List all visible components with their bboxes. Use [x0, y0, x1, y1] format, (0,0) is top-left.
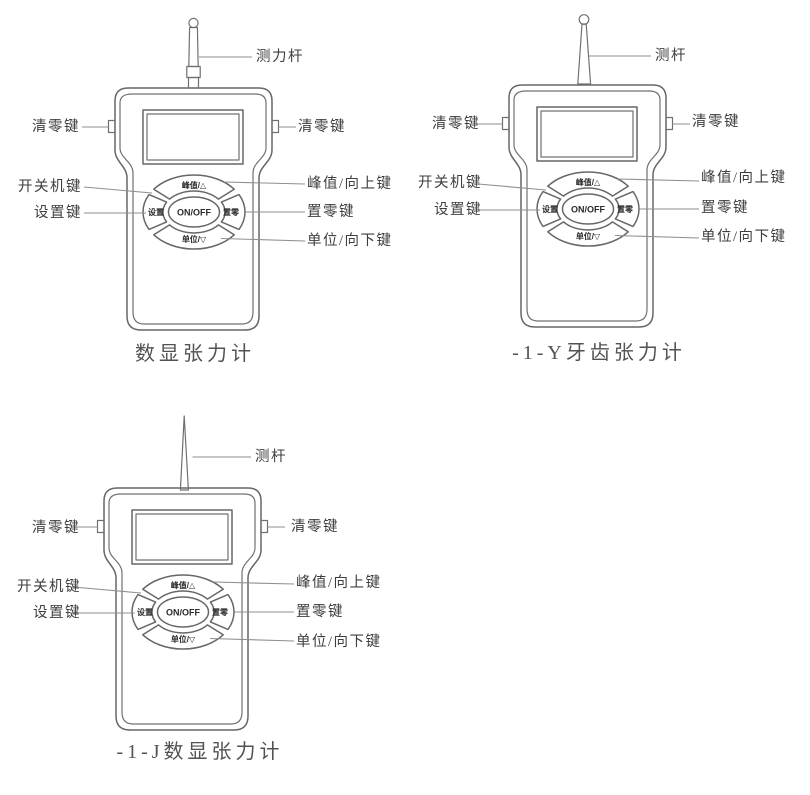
figure-caption: -1-J数显张力计: [116, 740, 283, 763]
pad-label-peak-up: 峰值/△: [171, 580, 196, 590]
pad-label-onoff: ON/OFF: [166, 608, 200, 618]
pad-label-peak-up: 峰值/△: [576, 177, 601, 187]
measuring-rod-stub: [187, 76, 200, 89]
label-zero-key: 置零键: [701, 199, 749, 216]
label-settings-key: 设置键: [34, 204, 82, 221]
label-measuring-rod: 测杆: [255, 448, 287, 465]
label-peak-up-key: 峰值/向上键: [307, 175, 393, 192]
measuring-rod-drawing: [577, 23, 592, 85]
label-peak-up-key: 峰值/向上键: [296, 574, 382, 591]
figure-caption: 数显张力计: [135, 342, 255, 365]
label-unit-down-key: 单位/向下键: [701, 228, 787, 245]
pad-label-onoff: ON/OFF: [571, 205, 605, 215]
measuring-rod-ball-tip: [188, 17, 199, 29]
measuring-rod-drawing: [188, 26, 199, 68]
label-power-key: 开关机键: [18, 178, 82, 195]
label-clear-key-right: 清零键: [298, 118, 346, 135]
label-peak-up-key: 峰值/向上键: [701, 169, 787, 186]
label-measuring-rod: 测力杆: [256, 48, 304, 65]
pad-label-settings: 设置: [542, 204, 558, 214]
measuring-rod-ball-tip: [578, 14, 590, 25]
measuring-rod-drawing: [179, 415, 189, 491]
label-clear-key-left: 清零键: [32, 519, 80, 536]
pad-label-unit-down: 单位/▽: [171, 634, 196, 644]
label-zero-key: 置零键: [307, 203, 355, 220]
label-power-key: 开关机键: [17, 578, 81, 595]
label-clear-key-left: 清零键: [32, 118, 80, 135]
measuring-rod-collar: [186, 65, 201, 79]
label-clear-key-right: 清零键: [692, 113, 740, 130]
label-clear-key-left: 清零键: [432, 115, 480, 132]
label-unit-down-key: 单位/向下键: [307, 232, 393, 249]
pad-label-peak-up: 峰值/△: [182, 180, 207, 190]
pad-label-unit-down: 单位/▽: [182, 234, 207, 244]
label-clear-key-right: 清零键: [291, 518, 339, 535]
label-unit-down-key: 单位/向下键: [296, 633, 382, 650]
pad-label-settings: 设置: [137, 607, 153, 617]
pad-label-settings: 设置: [148, 207, 164, 217]
label-zero-key: 置零键: [296, 603, 344, 620]
label-settings-key: 设置键: [434, 201, 482, 218]
pad-label-zero: 置零: [212, 607, 229, 617]
pad-label-onoff: ON/OFF: [177, 208, 211, 218]
figure-caption: -1-Y牙齿张力计: [512, 341, 686, 364]
figure-digital-tension-meter: 测力杆 清零键 清零键 开关机键 设置键 峰值/向上键 置零键 单位/向下键 峰…: [18, 17, 393, 365]
pad-label-zero: 置零: [617, 204, 634, 214]
label-settings-key: 设置键: [33, 604, 81, 621]
figure-j-digital-tension-meter: 测杆 清零键 清零键 开关机键 设置键 峰值/向上键 置零键 单位/向下键 峰值…: [17, 415, 382, 763]
pad-label-unit-down: 单位/▽: [576, 231, 601, 241]
label-measuring-rod: 测杆: [655, 47, 687, 64]
label-power-key: 开关机键: [418, 174, 482, 191]
pad-label-zero: 置零: [223, 207, 240, 217]
figure-tooth-tension-meter: 测杆 清零键 清零键 开关机键 设置键 峰值/向上键 置零键 单位/向下键 峰值…: [418, 14, 787, 364]
